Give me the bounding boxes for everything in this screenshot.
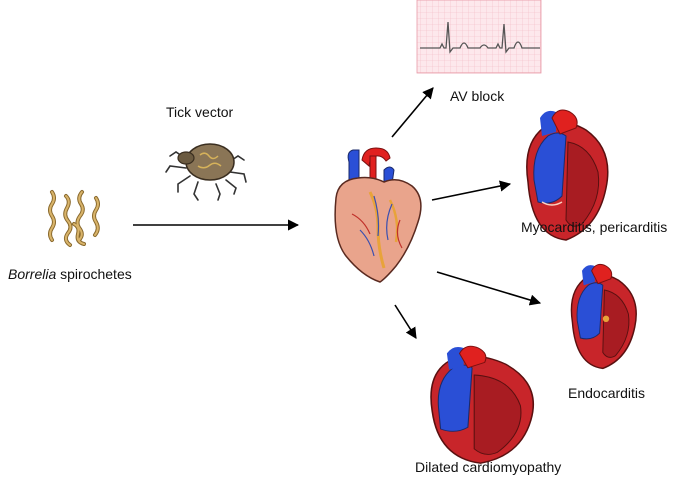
label-borrelia-genus: Borrelia (8, 266, 57, 282)
arrows (133, 87, 542, 339)
heart-section-icon (570, 263, 637, 370)
label-spirochetes-word: spirochetes (56, 266, 132, 282)
arrow-heart-to-myocarditis (431, 180, 512, 201)
arrow-heart-to-dilated (394, 304, 417, 339)
heart-section-icon (526, 109, 609, 241)
heart-icon (334, 147, 422, 283)
label-borrelia-spirochetes: Borrelia spirochetes (8, 266, 132, 282)
tick-icon (165, 143, 247, 201)
heart-section-icon (430, 345, 535, 464)
label-endocarditis: Endocarditis (568, 385, 646, 401)
label-av-block: AV block (450, 88, 505, 104)
label-dilated-cardiomyopathy: Dilated cardiomyopathy (415, 459, 562, 475)
label-myocarditis-pericarditis: Myocarditis, pericarditis (521, 219, 668, 235)
arrow-heart-to-av-block (391, 87, 434, 138)
ecg-strip-icon (416, 0, 542, 74)
spirochetes-icon (48, 190, 100, 247)
label-tick-vector: Tick vector (166, 104, 234, 120)
arrow-heart-to-endocarditis (436, 271, 542, 306)
